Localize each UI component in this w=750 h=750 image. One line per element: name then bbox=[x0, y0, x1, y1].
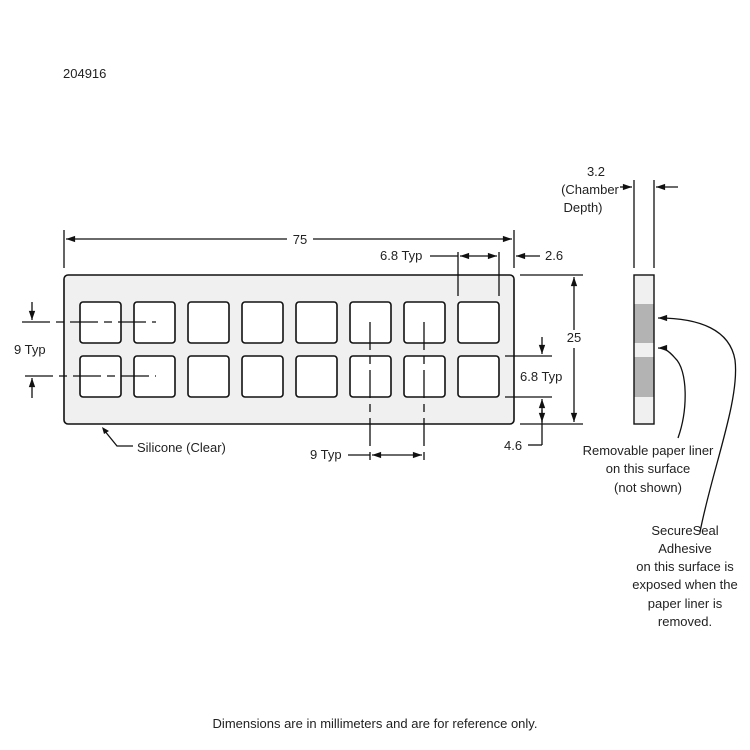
svg-text:Removable paper liner: Removable paper liner bbox=[583, 443, 714, 458]
dim-overall-length: 75 bbox=[63, 230, 515, 268]
svg-text:4.6: 4.6 bbox=[504, 438, 522, 453]
dim-overall-height: 25 bbox=[520, 274, 583, 425]
svg-text:on this surface: on this surface bbox=[606, 461, 691, 476]
well bbox=[457, 301, 500, 344]
well bbox=[295, 301, 338, 344]
well bbox=[187, 355, 230, 398]
adhesive-note: SecureSeal Adhesive on this surface is e… bbox=[632, 523, 738, 629]
svg-text:Adhesive: Adhesive bbox=[658, 541, 711, 556]
svg-text:25: 25 bbox=[567, 330, 581, 345]
dim-column-pitch: 9 Typ bbox=[310, 322, 425, 462]
svg-text:(not shown): (not shown) bbox=[614, 480, 682, 495]
well bbox=[295, 355, 338, 398]
plate bbox=[63, 274, 515, 425]
well bbox=[241, 301, 284, 344]
svg-text:on this surface is: on this surface is bbox=[636, 559, 734, 574]
adhesive-band bbox=[634, 357, 654, 397]
svg-text:6.8 Typ: 6.8 Typ bbox=[520, 369, 562, 384]
svg-text:removed.: removed. bbox=[658, 614, 712, 629]
svg-text:9 Typ: 9 Typ bbox=[310, 447, 342, 462]
svg-text:3.2: 3.2 bbox=[587, 164, 605, 179]
svg-text:Depth): Depth) bbox=[563, 200, 602, 215]
well bbox=[241, 355, 284, 398]
svg-text:SecureSeal: SecureSeal bbox=[651, 523, 718, 538]
well bbox=[187, 301, 230, 344]
svg-text:9 Typ: 9 Typ bbox=[14, 342, 46, 357]
well bbox=[457, 355, 500, 398]
svg-text:75: 75 bbox=[293, 232, 307, 247]
dim-row-pitch: 9 Typ bbox=[14, 302, 156, 398]
svg-text:exposed when the: exposed when the bbox=[632, 577, 738, 592]
dim-edge-offset-right: 2.6 bbox=[516, 248, 563, 263]
front-view bbox=[63, 274, 515, 425]
dim-thickness: 3.2 (Chamber Depth) bbox=[561, 164, 678, 268]
part-number: 204916 bbox=[63, 66, 106, 81]
svg-text:(Chamber: (Chamber bbox=[561, 182, 619, 197]
adhesive-leader bbox=[657, 314, 737, 533]
footer-note: Dimensions are in millimeters and are fo… bbox=[213, 716, 538, 731]
dim-well-height: 6.8 Typ bbox=[505, 337, 562, 398]
svg-text:Silicone (Clear): Silicone (Clear) bbox=[137, 440, 226, 455]
svg-text:6.8 Typ: 6.8 Typ bbox=[380, 248, 422, 263]
liner-note: Removable paper liner on this surface (n… bbox=[583, 443, 714, 495]
dim-edge-offset-bottom: 4.6 bbox=[504, 398, 546, 453]
material-callout: Silicone (Clear) bbox=[102, 427, 226, 455]
liner-leader bbox=[657, 344, 686, 439]
well-grid bbox=[79, 301, 500, 398]
svg-text:paper liner is: paper liner is bbox=[648, 596, 723, 611]
svg-text:2.6: 2.6 bbox=[545, 248, 563, 263]
dim-well-width: 6.8 Typ bbox=[380, 248, 500, 296]
side-view bbox=[633, 274, 655, 425]
adhesive-band bbox=[634, 304, 654, 343]
